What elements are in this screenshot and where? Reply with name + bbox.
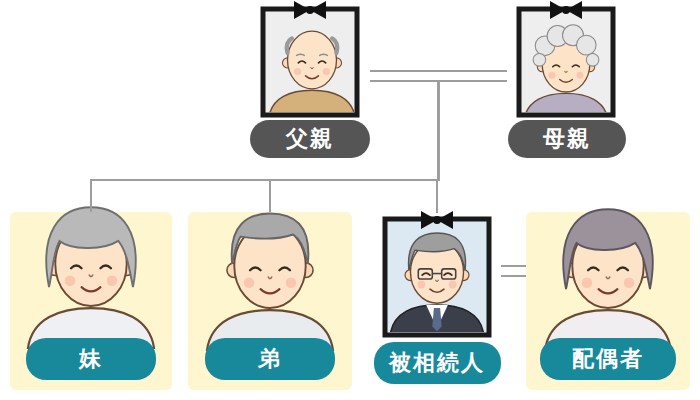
spouse-figure [545, 209, 671, 350]
brother-figure [207, 214, 333, 351]
family-connector [501, 266, 526, 276]
family-connector [91, 81, 439, 212]
person-name: 被相続人 [389, 352, 485, 374]
mother-portrait [519, 1, 613, 120]
sister-figure [28, 207, 154, 348]
parent-node: 母親 [507, 5, 627, 165]
name-label: 母親 [508, 120, 626, 158]
family-connector [91, 81, 507, 212]
person-name: 父親 [286, 128, 334, 150]
person-card: 弟 [188, 212, 352, 390]
name-label: 弟 [205, 338, 335, 380]
name-label: 妹 [26, 338, 156, 380]
family-connector [270, 81, 507, 212]
family-connector [370, 81, 439, 213]
family-connector [437, 81, 507, 213]
person-name: 配偶者 [572, 348, 644, 370]
family-connector [370, 71, 507, 81]
name-label: 父親 [250, 120, 370, 158]
name-label: 配偶者 [540, 338, 676, 380]
person-name: 弟 [258, 348, 282, 370]
name-label: 被相続人 [374, 342, 501, 384]
decedent-node: 被相続人 [373, 213, 501, 385]
parent-node: 父親 [250, 5, 370, 165]
person-card: 配偶者 [526, 212, 690, 390]
person-card: 妹 [10, 212, 172, 390]
person-card [188, 212, 352, 390]
person-name: 妹 [79, 348, 103, 370]
decedent-portrait [385, 211, 489, 335]
father-portrait [263, 1, 357, 118]
person-name: 母親 [543, 128, 591, 150]
